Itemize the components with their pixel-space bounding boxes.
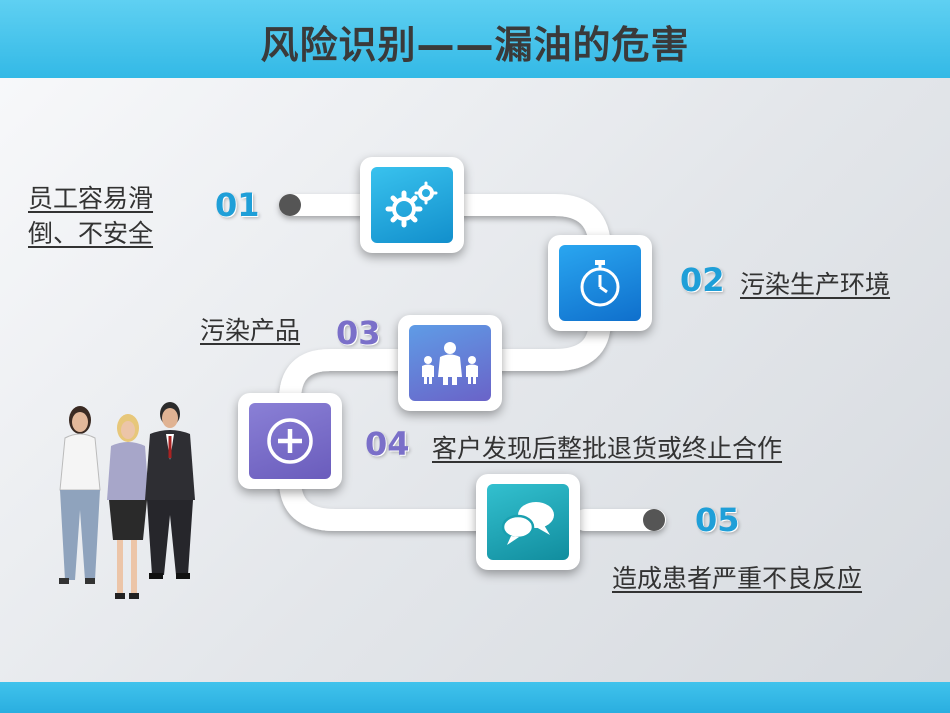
step-3-tile <box>398 315 502 411</box>
step-1-tile <box>360 157 464 253</box>
step-2-label: 污染生产环境 <box>740 270 891 299</box>
footer-bar <box>0 682 950 713</box>
track-start-dot <box>279 194 301 216</box>
step-4-tile <box>238 393 342 489</box>
step-2-number: 02 <box>680 261 725 299</box>
chat-bubbles-icon <box>501 502 554 545</box>
stopwatch-icon <box>580 260 620 307</box>
step-4-number: 04 <box>365 425 410 463</box>
track-end-dot <box>643 509 665 531</box>
step-4-label: 客户发现后整批退货或终止合作 <box>432 434 783 463</box>
gears-icon <box>385 181 438 228</box>
plus-circle-icon <box>267 418 313 464</box>
step-5-number: 05 <box>695 501 740 539</box>
slide-title: 风险识别——漏油的危害 <box>260 23 690 67</box>
business-people-illustration <box>59 402 195 599</box>
step-5-label: 造成患者严重不良反应 <box>612 564 863 593</box>
step-1-label-line-2: 倒、不安全 <box>28 219 154 248</box>
header-bar: 风险识别——漏油的危害 <box>0 0 950 78</box>
step-1-label-line-1: 员工容易滑 <box>28 184 154 213</box>
family-icon <box>422 342 478 385</box>
step-2-tile <box>548 235 652 331</box>
step-3-label: 污染产品 <box>200 316 301 345</box>
step-3-number: 03 <box>336 314 381 352</box>
step-5-tile <box>476 474 580 570</box>
step-1-number: 01 <box>215 186 260 224</box>
